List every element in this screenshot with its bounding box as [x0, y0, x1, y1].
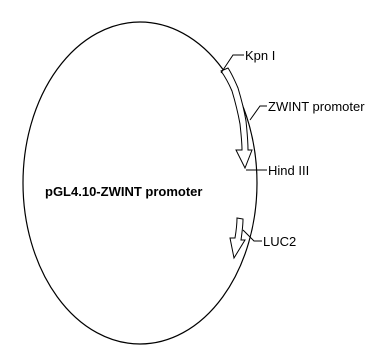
hind3-label: Hind III	[268, 163, 309, 178]
luc2-label: LUC2	[263, 234, 296, 249]
zwint-promoter-label: ZWINT promoter	[268, 99, 365, 114]
kpn1-label: Kpn I	[245, 48, 275, 63]
zwint-promoter-leader-line	[249, 105, 267, 121]
zwint-promoter-arrow	[220, 67, 253, 170]
kpn1-leader-line	[220, 54, 244, 74]
luc2-leader-line	[242, 229, 262, 242]
luc2-arrow	[229, 217, 246, 260]
plasmid-name: pGL4.10-ZWINT promoter	[45, 184, 202, 199]
plasmid-backbone-circle	[22, 21, 258, 345]
